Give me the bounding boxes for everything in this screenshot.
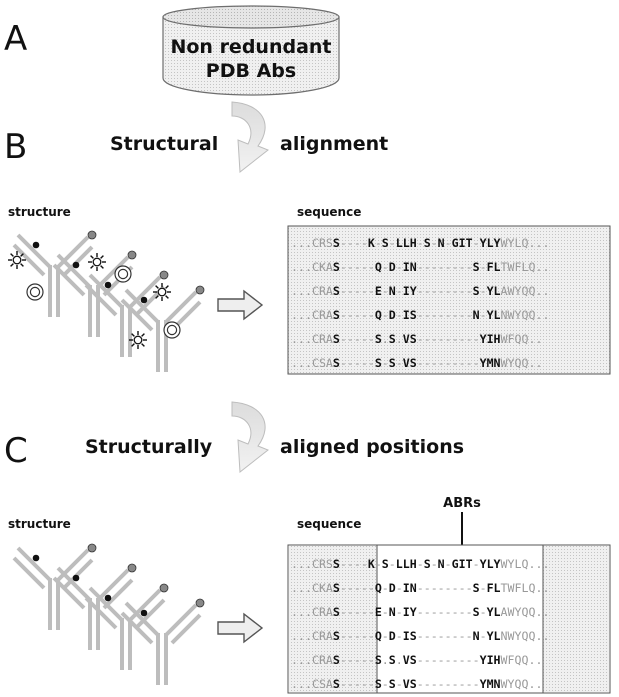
step-label-aligned-positions: aligned positions [280,436,464,458]
block-arrow-b [217,290,263,320]
antigen-sun-icon-4 [128,330,148,350]
database-line-1: Non redundant [170,36,331,58]
abrs-label: ABRs [443,496,481,511]
antibody-4-c [120,597,206,687]
antigen-ring-icon-1 [26,283,44,301]
sequence-box-b [287,225,611,375]
antigen-sun-icon-2 [87,252,107,272]
block-arrow-c [217,613,263,643]
framework-region-right [543,546,609,692]
sequence-row-c-3: ...CRAS-----E-N-IY--------S-YLAWYQQ.. [291,605,549,619]
curved-arrow-b [231,101,269,173]
antibody-1-c [12,542,98,632]
step-label-structural: Structural [110,133,218,155]
sequence-row-b-1: ...CRSS----K-S-LLH-S-N-GIT-YLYWYLQ... [291,236,549,250]
sequence-row-b-5: ...CRAS-----S.S.VS---------YIHWFQQ.. [291,332,542,346]
sequence-alignment-b: ...CRSS----K-S-LLH-S-N-GIT-YLYWYLQ... ..… [291,236,549,370]
sequence-row-b-4: ...CRAS-----Q-D-IS--------N-YLNWYQQ.. [291,308,549,322]
antigen-sun-icon-3 [152,282,172,302]
framework-region-left [289,546,377,692]
database-line-2: PDB Abs [206,60,296,82]
sequence-label-b: sequence [297,205,361,219]
panel-letter-b: B [4,127,27,167]
antigen-ring-icon-2 [114,265,132,283]
antigen-sun-icon-1 [7,250,27,270]
sequence-label-c: sequence [297,517,361,531]
database-cylinder: Non redundant PDB Abs [162,5,340,96]
antibody-structures-b [7,229,206,374]
sequence-row-c-6: ...CSAS-----S-S-VS---------YMNWYQQ.. [291,677,542,691]
structure-label-c: structure [8,517,71,531]
antibody-4-b [120,284,206,374]
sequence-alignment-c: ...CRSS----K-S-LLH-S-N-GIT-YLYWYLQ... ..… [291,557,549,691]
sequence-row-c-2: ...CKAS-----Q-D-IN--------S-FLTWFLQ.. [291,581,549,595]
curved-arrow-c [231,401,269,473]
antigen-ring-icon-3 [163,321,181,339]
sequence-row-c-4: ...CRAS-----Q-D-IS--------N-YLNWYQQ.. [291,629,549,643]
sequence-row-b-3: ...CRAS-----E-N-IY--------S-YLAWYQQ.. [291,284,549,298]
antibody-structures-c [12,542,206,687]
step-label-structurally: Structurally [85,436,213,458]
sequence-row-c-1: ...CRSS----K-S-LLH-S-N-GIT-YLYWYLQ... [291,557,549,571]
sequence-box-c [287,544,611,694]
structure-label-b: structure [8,205,71,219]
step-label-alignment: alignment [280,133,388,155]
sequence-row-b-6: ...CSAS-----S-S-VS---------YMNWYQQ.. [291,356,542,370]
panel-letter-c: C [4,431,28,471]
antibody-1-b [12,229,98,319]
sequence-row-c-5: ...CRAS-----S.S.VS---------YIHWFQQ.. [291,653,542,667]
panel-letter-a: A [4,19,27,59]
sequence-row-b-2: ...CKAS-----Q-D-IN--------S-FLTWFLQ.. [291,260,549,274]
